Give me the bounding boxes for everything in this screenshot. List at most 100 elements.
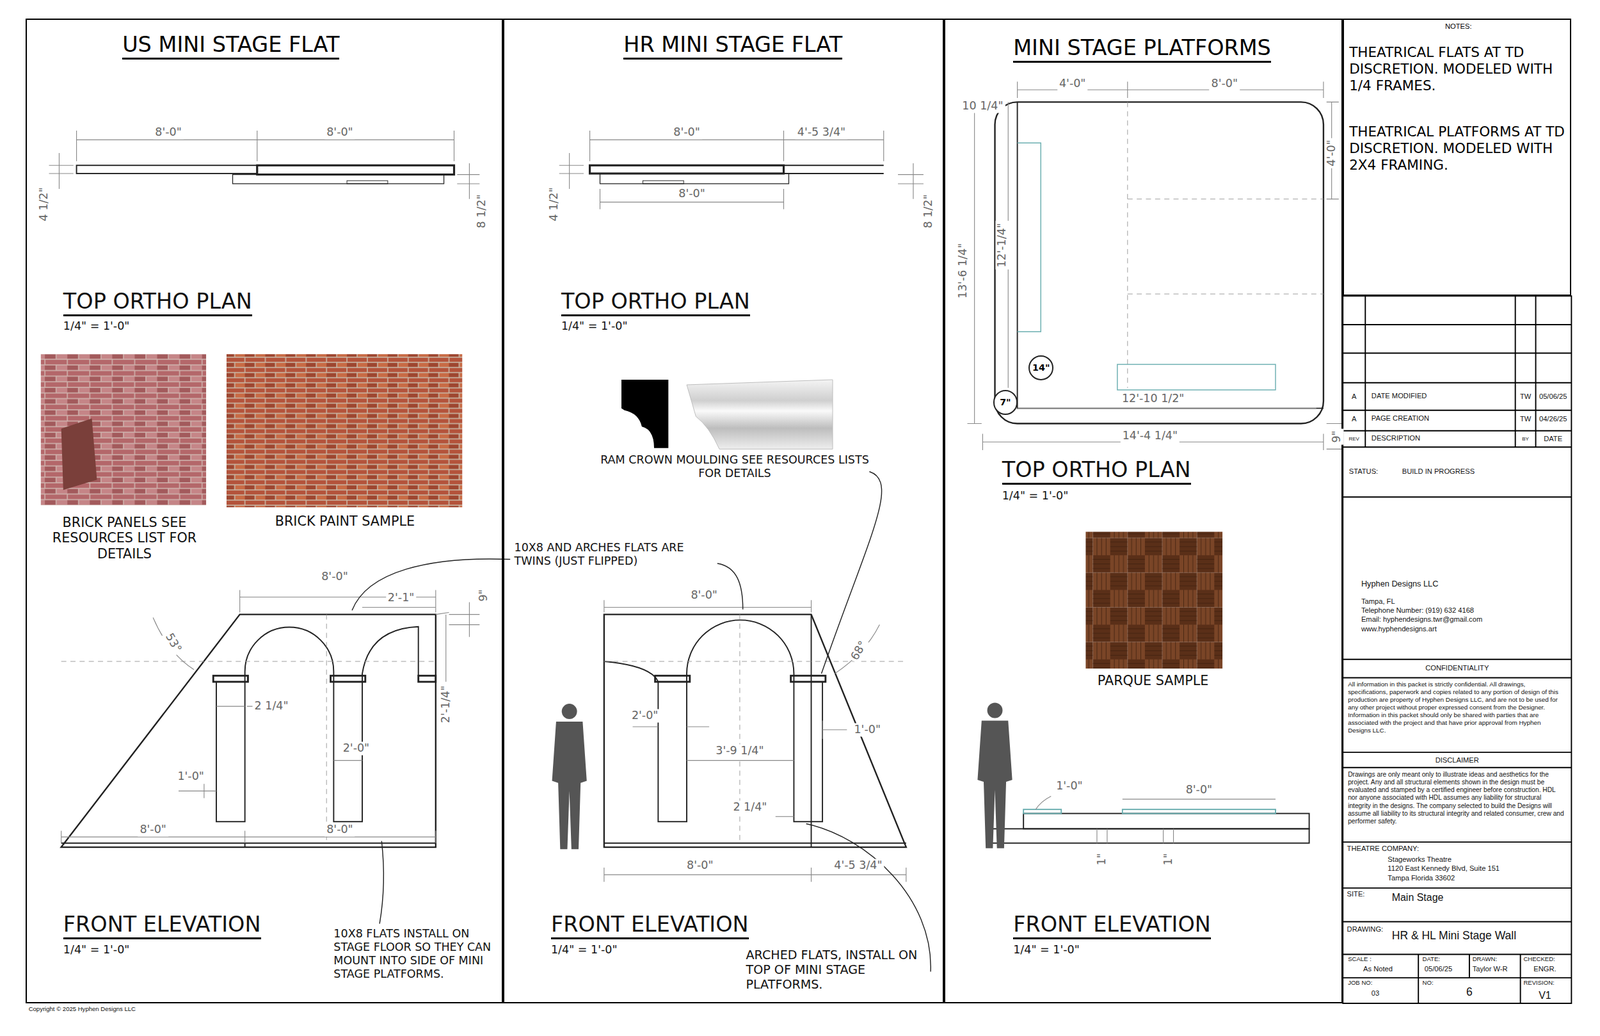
title-block-grid <box>1365 295 1536 1003</box>
hr-front-elevation <box>793 681 823 822</box>
dimension-text: 8'-0" <box>684 858 715 873</box>
dimension-text: 53° <box>161 629 186 657</box>
dimension-text: 68° <box>847 636 872 664</box>
hr-front-elevation <box>686 619 794 681</box>
leader-line <box>379 840 384 924</box>
dimension-text: 4 1/2" <box>37 184 51 223</box>
human-figure <box>552 703 587 849</box>
view-title: TOP ORTHO PLAN <box>1002 456 1192 485</box>
moulding-image <box>621 379 833 449</box>
title-block-text: 05/06/25 <box>1424 964 1453 973</box>
title-block-text: Email: hyphendesigns.twr@gmail.com <box>1361 615 1483 624</box>
moulding-image <box>621 379 669 448</box>
hr-front-elevation <box>657 681 687 822</box>
annotation-text: 1/4" = 1'-0" <box>551 942 618 957</box>
platform-top-plan <box>982 433 1324 450</box>
parquet-image <box>1085 531 1223 669</box>
hr-front-elevation <box>604 614 907 843</box>
title-block-text: SCALE : <box>1347 954 1372 962</box>
dimension-text: 8'-0" <box>324 823 355 837</box>
platform-top-plan <box>967 81 1342 450</box>
platform-top-plan <box>1017 101 1324 408</box>
brick-paint-image <box>226 353 463 507</box>
us-front-elevation <box>330 675 366 682</box>
panel-title: US MINI STAGE FLAT <box>122 32 340 60</box>
annotation-text: 10X8 FLATS INSTALL ON STAGE FLOOR SO THE… <box>333 926 502 981</box>
brick-panels-image <box>40 353 207 505</box>
title-block-text: ENGR. <box>1533 964 1556 973</box>
callout-number: 7" <box>999 396 1011 408</box>
note-text: THEATRICAL FLATS AT TD DISCRETION. MODEL… <box>1349 44 1568 94</box>
us-top-plan <box>49 130 480 200</box>
hr-front-elevation <box>604 661 659 682</box>
dimension-text: 8'-0" <box>324 126 355 140</box>
dimension-text: 2 1/4" <box>252 699 291 713</box>
us-front-elevation <box>61 660 436 662</box>
us-front-elevation <box>61 614 436 843</box>
dimension-text: 4'-0" <box>1057 76 1088 91</box>
title-block-text: DRAWN: <box>1472 954 1497 962</box>
brick-paint-image <box>226 353 463 507</box>
us-front-elevation <box>333 759 363 761</box>
title-block-text: DESCRIPTION <box>1371 433 1421 443</box>
title-block-text: As Noted <box>1363 964 1393 973</box>
title-block-text: Telephone Number: (919) 632 4168 <box>1361 606 1474 615</box>
dimension-text: 2'-0" <box>629 708 660 722</box>
annotation-text: 1/4" = 1'-0" <box>63 942 130 957</box>
title-block-text: 6 <box>1466 984 1473 999</box>
us-top-plan <box>76 130 455 162</box>
hr-front-elevation <box>632 725 710 727</box>
leader-line <box>821 471 882 674</box>
annotation-text: BRICK PAINT SAMPLE <box>275 513 415 530</box>
title-block-text: BY <box>1521 435 1529 443</box>
hr-front-elevation <box>775 816 795 817</box>
hr-front-elevation <box>791 675 826 682</box>
parquet-image <box>1085 531 1223 669</box>
platform-front-elevation <box>987 795 1309 843</box>
hr-front-elevation <box>604 614 907 847</box>
platform-front-elevation <box>1096 828 1108 843</box>
dimension-text: 8'-0" <box>137 823 168 837</box>
dimension-text: 8'-0" <box>1209 76 1240 91</box>
hr-top-plan <box>559 130 924 210</box>
platform-top-plan <box>1127 101 1128 388</box>
leader-line <box>806 823 932 971</box>
dimension-text: 8'-0" <box>152 126 184 140</box>
dimension-text: 1" <box>1161 851 1176 868</box>
dimension-text: 4'-5 3/4" <box>832 858 884 873</box>
dimension-text: 9" <box>1329 428 1344 445</box>
notes-heading: NOTES: <box>1445 22 1472 31</box>
hr-front-elevation <box>686 759 794 761</box>
title-block-text: TW <box>1520 415 1531 424</box>
view-title: FRONT ELEVATION <box>1013 911 1211 939</box>
title-block-text: REV <box>1349 435 1360 443</box>
hr-top-plan <box>897 163 924 200</box>
title-block-text: Main Stage <box>1392 890 1444 904</box>
dimension-text: 2 1/4" <box>730 800 769 815</box>
hr-top-plan <box>559 152 584 189</box>
hr-front-elevation <box>739 614 740 843</box>
panel-title: HR MINI STAGE FLAT <box>623 32 843 60</box>
annotation-text: 1/4" = 1'-0" <box>1013 942 1080 957</box>
us-top-plan <box>76 165 258 174</box>
leader-line <box>717 563 744 610</box>
platform-front-elevation <box>1163 828 1174 843</box>
title-block-text: HR & HL Mini Stage Wall <box>1392 928 1517 943</box>
title-block-text: All information in this packet is strict… <box>1347 680 1565 734</box>
moulding-image <box>686 379 833 449</box>
annotation-text: 1/4" = 1'-0" <box>1002 488 1069 503</box>
dimension-text: 13'-6 1/4" <box>956 240 971 300</box>
title-block-grid <box>1342 324 1572 978</box>
us-top-plan <box>346 180 388 184</box>
title-block-text: Hyphen Designs LLC <box>1361 578 1439 589</box>
platform-front-elevation <box>1023 812 1309 829</box>
dimension-text: 3'-9 1/4" <box>713 744 766 758</box>
dimension-text: 8'-0" <box>688 588 719 602</box>
us-front-elevation <box>333 681 363 822</box>
title-block-text: Drawings are only meant only to illustra… <box>1347 770 1565 826</box>
title-block-text: STATUS: <box>1349 467 1378 476</box>
hr-top-plan <box>600 188 784 210</box>
hr-top-plan <box>783 165 884 174</box>
us-front-elevation <box>213 675 248 682</box>
